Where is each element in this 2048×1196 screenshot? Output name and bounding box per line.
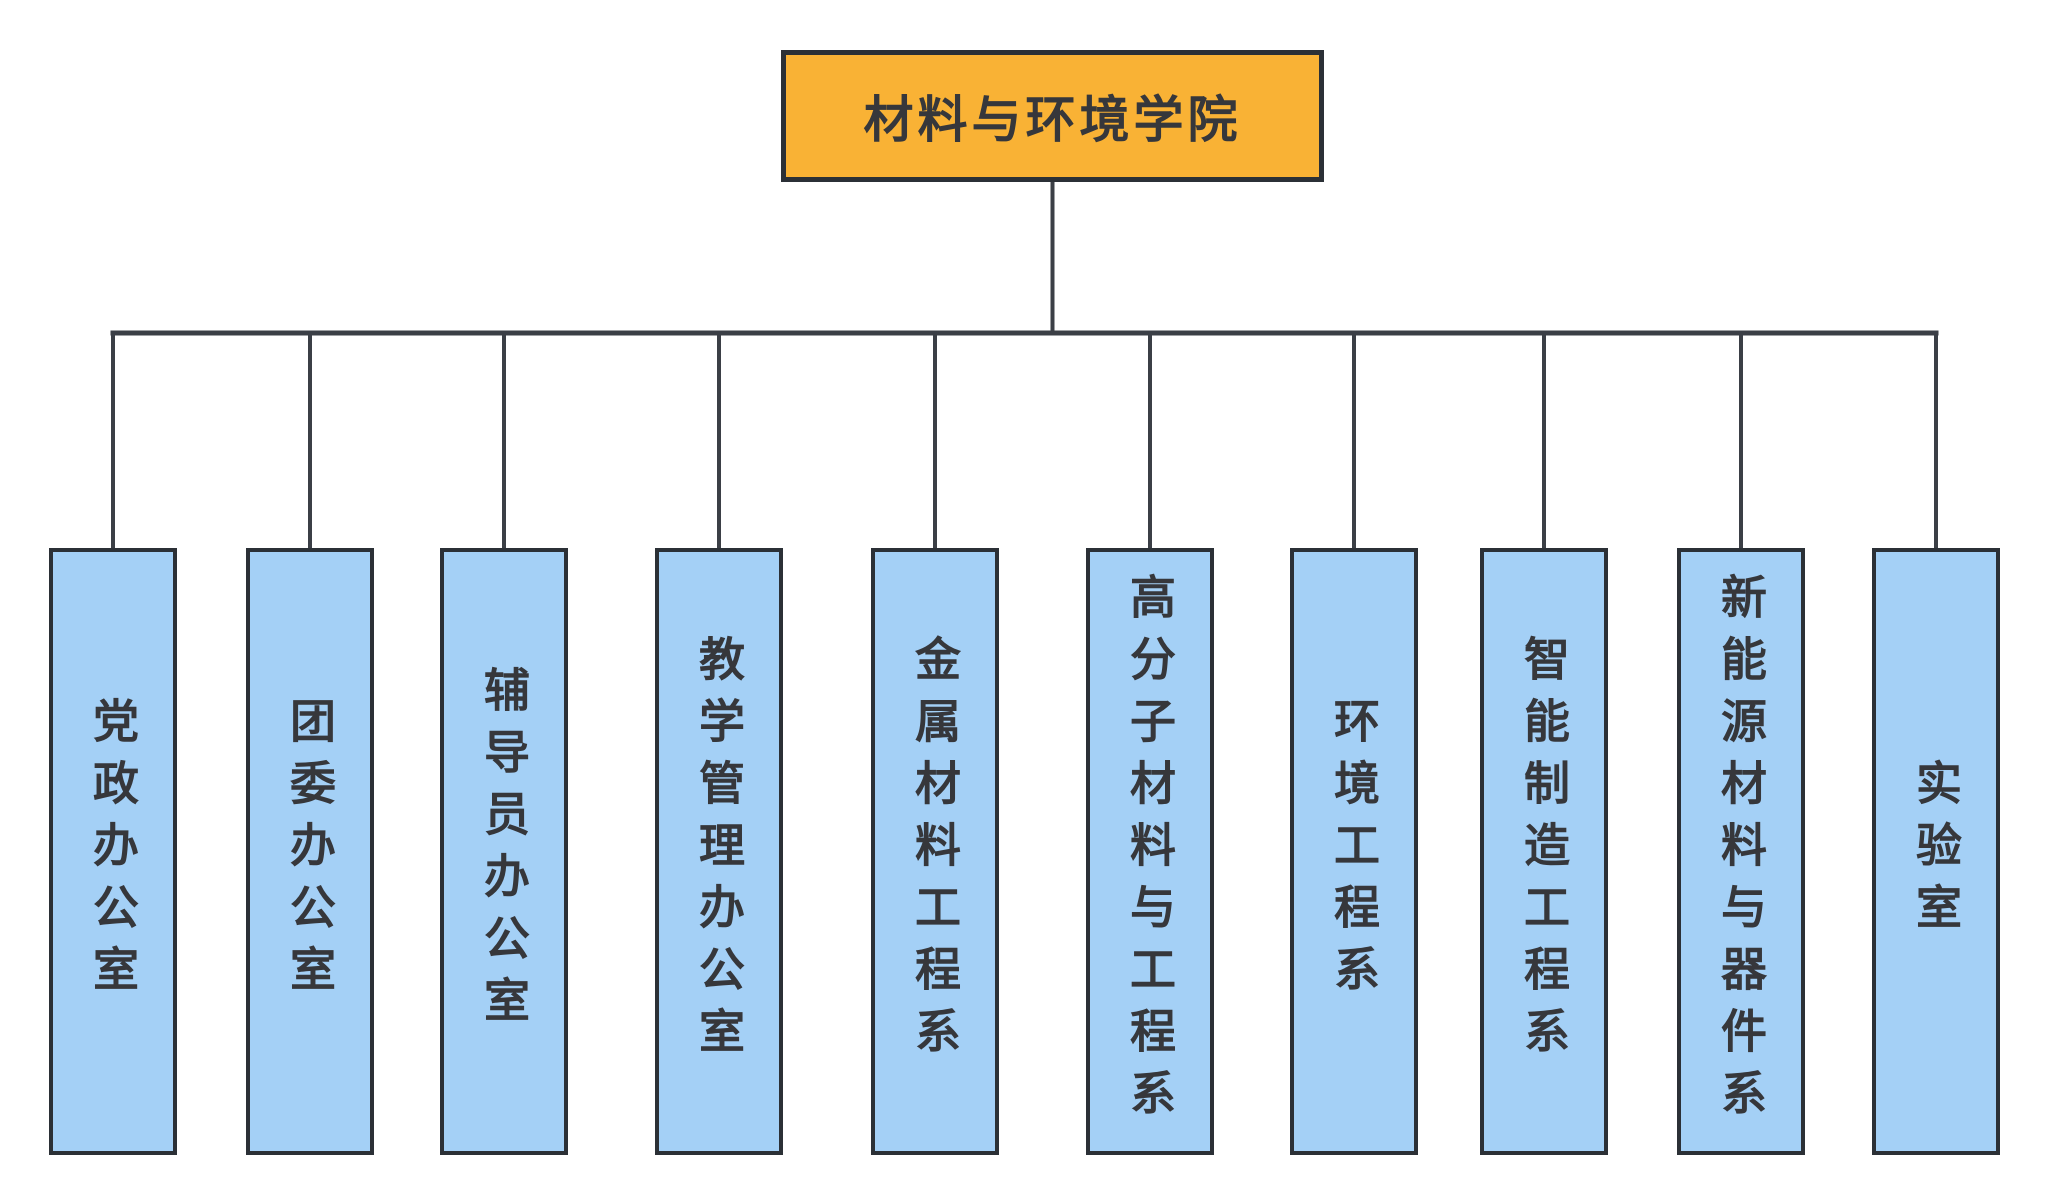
dept-node: 环境工程系 xyxy=(1290,548,1418,1155)
dept-node: 团委办公室 xyxy=(246,548,374,1155)
dept-node: 实验室 xyxy=(1872,548,2000,1155)
dept-node: 党政办公室 xyxy=(49,548,177,1155)
dept-node-label: 实验室 xyxy=(1910,758,1962,945)
root-node-label: 材料与环境学院 xyxy=(863,92,1242,148)
dept-node-label: 辅导员办公室 xyxy=(478,665,530,1038)
root-node: 材料与环境学院 xyxy=(781,50,1324,182)
dept-node: 教学管理办公室 xyxy=(655,548,783,1155)
dept-node-label: 智能制造工程系 xyxy=(1518,634,1570,1069)
dept-node-label: 金属材料工程系 xyxy=(909,634,961,1069)
dept-node-label: 新能源材料与器件系 xyxy=(1715,572,1767,1131)
dept-node: 高分子材料与工程系 xyxy=(1086,548,1214,1155)
dept-node: 智能制造工程系 xyxy=(1480,548,1608,1155)
dept-node-label: 团委办公室 xyxy=(284,696,336,1007)
dept-node-label: 教学管理办公室 xyxy=(693,634,745,1069)
dept-node-label: 环境工程系 xyxy=(1328,696,1380,1007)
dept-node-label: 高分子材料与工程系 xyxy=(1124,572,1176,1131)
dept-node: 金属材料工程系 xyxy=(871,548,999,1155)
dept-node: 新能源材料与器件系 xyxy=(1677,548,1805,1155)
dept-node: 辅导员办公室 xyxy=(440,548,568,1155)
dept-node-label: 党政办公室 xyxy=(87,696,139,1007)
